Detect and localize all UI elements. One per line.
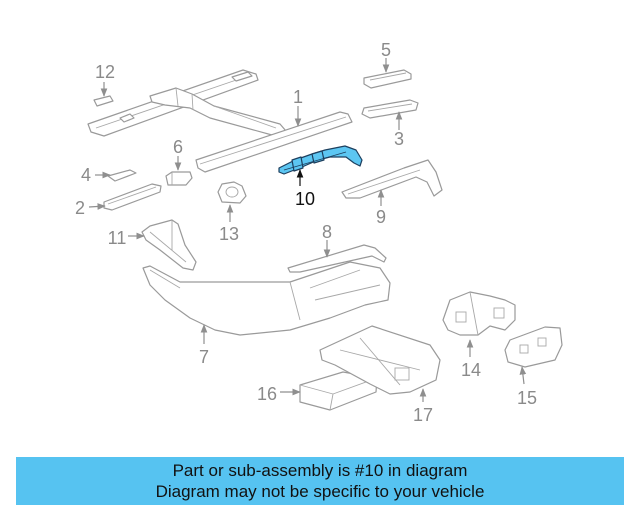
part-13 bbox=[217, 181, 247, 204]
part-2 bbox=[103, 183, 162, 211]
parts-diagram: 1 2 3 4 5 6 7 8 9 10 11 12 13 14 15 16 1… bbox=[75, 40, 563, 425]
callout-14: 14 bbox=[461, 360, 481, 380]
info-banner: Part or sub-assembly is #10 in diagram D… bbox=[16, 457, 624, 505]
callout-9: 9 bbox=[376, 207, 386, 227]
banner-line-1: Part or sub-assembly is #10 in diagram bbox=[172, 461, 468, 480]
callout-2: 2 bbox=[75, 198, 85, 218]
part-7-console bbox=[142, 261, 391, 336]
callout-11: 11 bbox=[108, 228, 127, 248]
part-8 bbox=[287, 244, 387, 273]
callout-10-highlighted: 10 bbox=[295, 189, 315, 209]
part-10-highlighted bbox=[278, 145, 363, 175]
part-17 bbox=[319, 325, 441, 395]
part-6 bbox=[165, 171, 193, 186]
part-14 bbox=[442, 291, 516, 336]
part-5 bbox=[363, 69, 412, 89]
callout-3: 3 bbox=[394, 129, 404, 149]
part-12 bbox=[93, 95, 114, 107]
callout-6: 6 bbox=[173, 137, 183, 157]
banner-line-2: Diagram may not be specific to your vehi… bbox=[155, 482, 485, 501]
part-16 bbox=[299, 371, 378, 411]
part-3 bbox=[361, 99, 419, 119]
part-11 bbox=[141, 219, 197, 271]
part-4 bbox=[107, 169, 137, 182]
part-9 bbox=[341, 159, 443, 199]
leader-lines bbox=[88, 58, 527, 402]
callout-13: 13 bbox=[219, 224, 239, 244]
callout-5: 5 bbox=[381, 40, 391, 60]
callout-16: 16 bbox=[257, 384, 277, 404]
callout-17: 17 bbox=[413, 405, 433, 425]
callout-4: 4 bbox=[81, 165, 91, 185]
callout-7: 7 bbox=[199, 347, 209, 367]
callout-15: 15 bbox=[517, 388, 537, 408]
callout-12: 12 bbox=[95, 62, 115, 82]
part-1-frame bbox=[87, 69, 353, 173]
callout-1: 1 bbox=[293, 87, 303, 107]
part-15 bbox=[504, 326, 563, 368]
callout-8: 8 bbox=[322, 222, 332, 242]
